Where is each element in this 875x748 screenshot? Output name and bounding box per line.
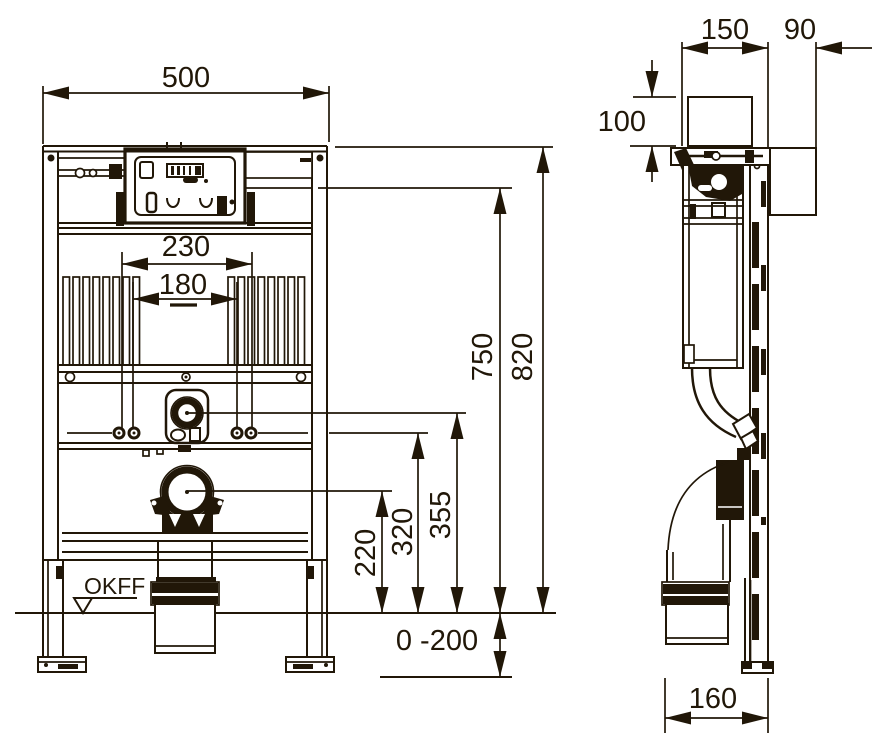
datum-triangle-icon (72, 597, 94, 615)
dim-label-355: 355 (425, 491, 457, 539)
frame-rails (42, 145, 328, 560)
dim-label-230: 230 (162, 231, 210, 263)
sound-insulation-fins-right (227, 276, 306, 366)
dim-label-320: 320 (387, 508, 419, 556)
cistern-area (58, 142, 313, 235)
dim-label-100: 100 (598, 106, 646, 138)
drain-pipe-side (661, 520, 731, 645)
corner-screw-left (47, 154, 55, 162)
drain-bend-outline (667, 461, 730, 551)
dim-label-500: 500 (162, 62, 210, 94)
drain-opening (150, 464, 224, 532)
side-leg (741, 578, 774, 674)
dim-label-0-200: 0 -200 (396, 625, 478, 657)
dim-heights: 820 750 355 320 220 (318, 146, 553, 613)
dim-side-depths: 150 90 (681, 14, 872, 150)
upper-crossbar (58, 364, 312, 384)
flush-bend-side (690, 367, 760, 460)
mid-crossbar (58, 442, 312, 457)
dim-label-820: 820 (507, 333, 539, 381)
dim-front-width: 500 (42, 62, 330, 144)
support-leg-left (37, 559, 87, 673)
inspection-box (123, 142, 247, 225)
drain-pipe-front (150, 541, 220, 654)
supply-fitting (74, 167, 86, 179)
cistern-side (682, 164, 744, 369)
side-rail (749, 148, 769, 663)
dim-label-180: 180 (159, 269, 207, 301)
lower-crossbar (62, 532, 308, 561)
dim-floor-adjust: 0 -200 (380, 613, 512, 678)
corner-screw-right (316, 154, 324, 162)
sound-insulation-fins-left (62, 276, 141, 366)
okff-label: OKFF (84, 573, 145, 599)
support-leg-right (285, 559, 335, 673)
side-view: 150 90 100 (598, 14, 872, 733)
datum-okff: OKFF (72, 573, 145, 615)
dim-label-160: 160 (689, 683, 737, 715)
wall-bracket-box (769, 147, 817, 216)
dim-label-90: 90 (784, 14, 816, 46)
filling-valve-access-box (687, 96, 753, 147)
dim-label-220: 220 (350, 529, 382, 577)
dim-head-height: 100 (598, 60, 676, 182)
wc-fixing-bolts (67, 426, 428, 440)
dim-label-750: 750 (467, 333, 499, 381)
dim-label-150: 150 (701, 14, 749, 46)
mounting-block (716, 460, 744, 520)
label-plate (166, 163, 204, 178)
dim-fixing-spacing: 230 180 (121, 231, 253, 429)
stop-valve (109, 164, 122, 179)
flush-pipe-opening (164, 388, 210, 445)
dim-drain-offset: 160 (664, 678, 769, 733)
front-view: OKFF 500 230 (15, 62, 556, 678)
